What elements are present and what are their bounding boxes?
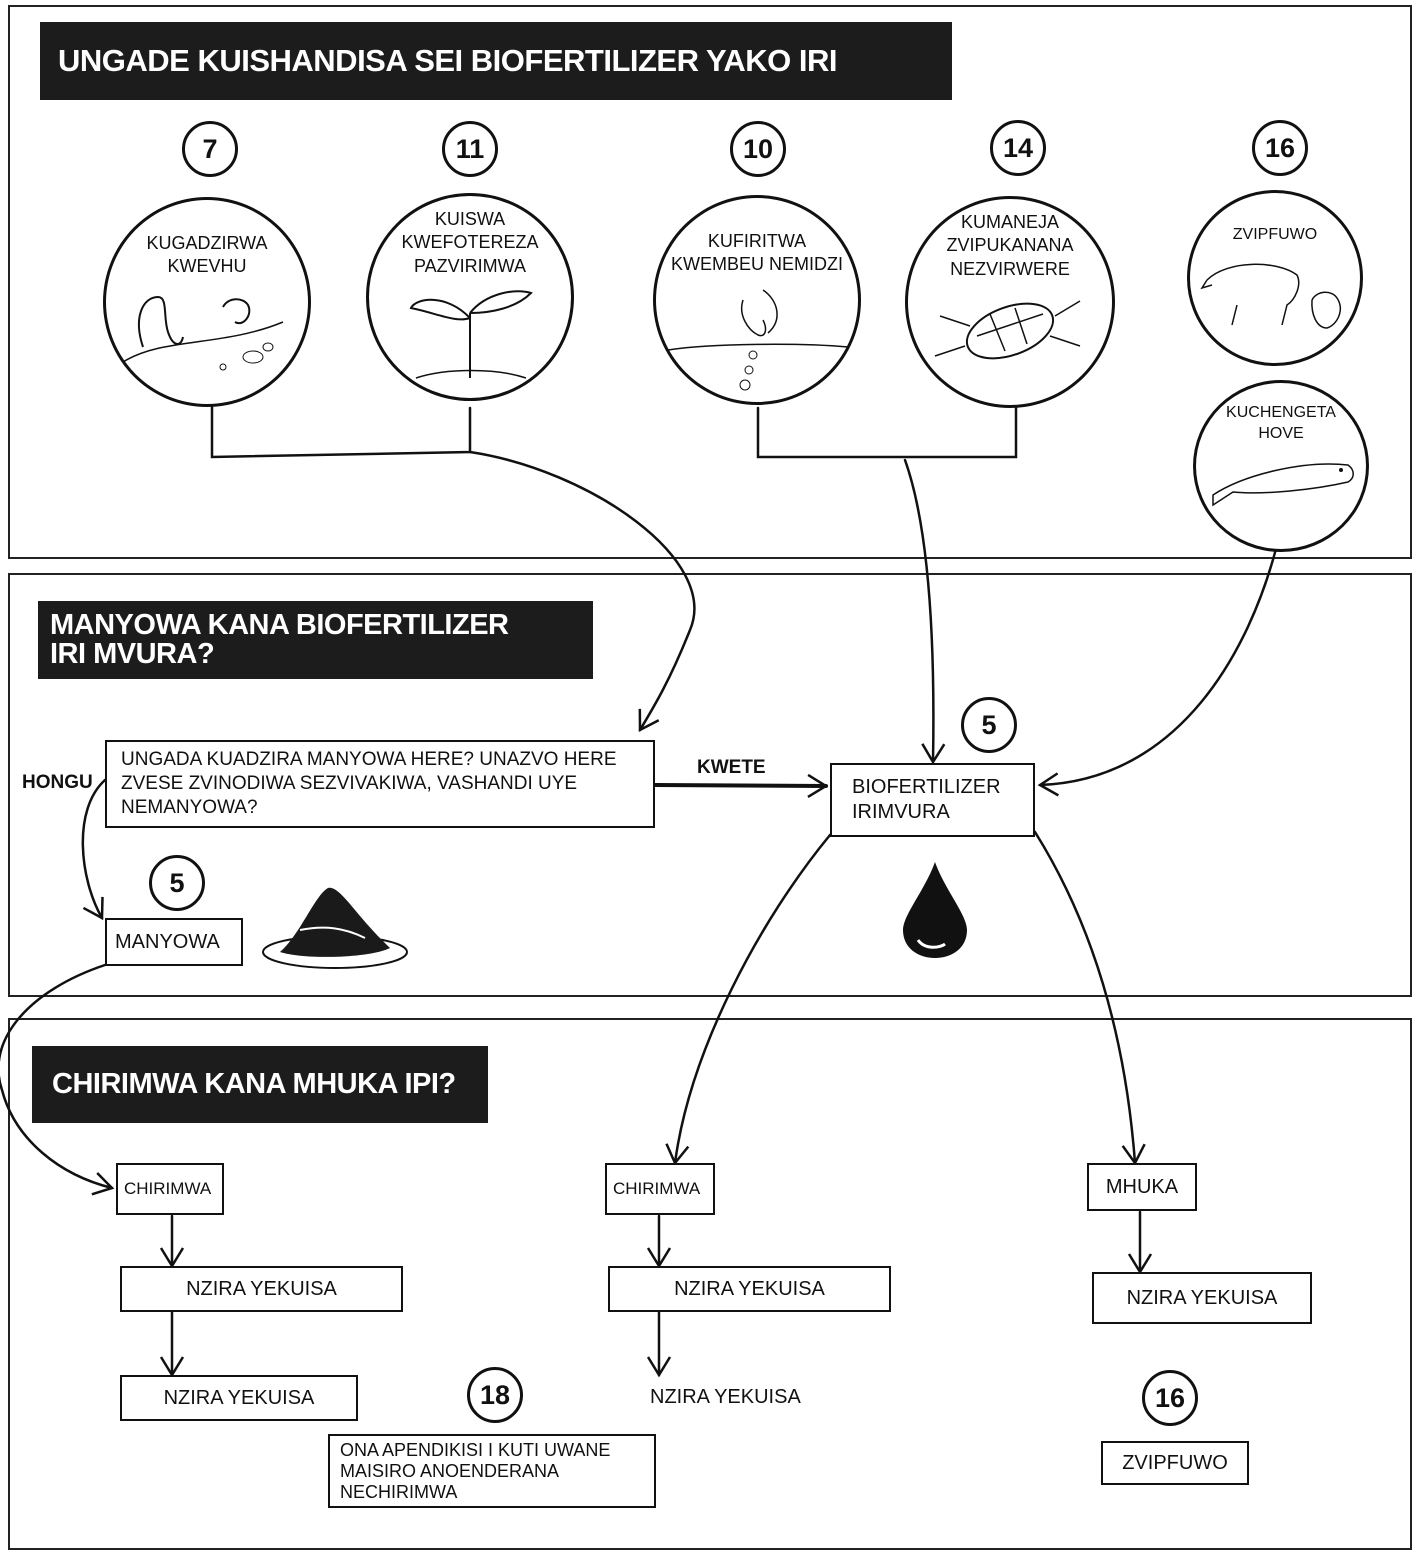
ref-number-18: 18 <box>467 1367 523 1423</box>
ref-number-10: 10 <box>730 121 786 177</box>
section-title-uses: UNGADE KUISHANDISA SEI BIOFERTILIZER YAK… <box>40 22 952 156</box>
fish-icon <box>1212 463 1354 507</box>
method-label: NZIRA YEKUISA <box>163 1386 315 1409</box>
method-label-middle-2: NZIRA YEKUISA <box>650 1386 801 1408</box>
section-title-target: CHIRIMWA KANA MHUKA IPI? <box>32 1046 488 1123</box>
use-soil-preparation: KUGADZIRWA KWEVHU <box>103 197 311 407</box>
use-seed-treatment: KUFIRITWA KWEMBEU NEMIDZI <box>653 195 861 405</box>
method-label: NZIRA YEKUISA <box>186 1277 337 1300</box>
beetle-icon <box>934 300 1081 360</box>
livestock-ref-label: ZVIPFUWO <box>1122 1451 1228 1474</box>
use-livestock: ZVIPFUWO <box>1187 190 1363 366</box>
ref-number-5-manure: 5 <box>149 855 205 911</box>
method-box-left-2: NZIRA YEKUISA <box>120 1375 358 1421</box>
question-text: UNGADA KUADZIRA MANYOWA HERE? UNAZVO HER… <box>121 749 617 818</box>
ref-number-5-liquid: 5 <box>961 697 1017 753</box>
animal-box: MHUKA <box>1087 1163 1197 1211</box>
arrow-liquid-to-crop <box>665 833 832 1166</box>
ref-number-11: 11 <box>442 121 498 177</box>
arrow-no <box>653 773 829 798</box>
ref-number-16: 16 <box>1252 120 1308 176</box>
method-label: NZIRA YEKUISA <box>1126 1286 1278 1309</box>
livestock-ref-box: ZVIPFUWO <box>1101 1441 1249 1485</box>
ref-number-16-bottom: 16 <box>1142 1370 1198 1426</box>
bracket-soil-spray <box>210 398 472 459</box>
animal-label: MHUKA <box>1105 1175 1179 1198</box>
section-title-choice: MANYOWA KANA BIOFERTILIZER IRI MVURA? <box>38 601 593 679</box>
use-label: KUGADZIRWA KWEVHU <box>146 233 268 277</box>
seedling-icon <box>409 290 533 379</box>
manure-box: MANYOWA <box>105 918 243 966</box>
liquid-biofertilizer-box: BIOFERTILIZER IRIMVURA <box>830 763 1035 837</box>
bracket-seed-pest <box>756 406 1018 459</box>
arrow-to-liquid-2 <box>1037 543 1279 797</box>
ref-number-14: 14 <box>990 120 1046 176</box>
method-box-right-1: NZIRA YEKUISA <box>1092 1272 1312 1324</box>
use-label: ZVIPFUWO <box>1232 226 1318 243</box>
crop-label: CHIRIMWA <box>124 1179 212 1198</box>
question-box: UNGADA KUADZIRA MANYOWA HERE? UNAZVO HER… <box>105 740 655 828</box>
crop-label: CHIRIMWA <box>613 1179 701 1198</box>
arrow-to-liquid-1 <box>903 458 946 765</box>
crop-box-left: CHIRIMWA <box>116 1163 224 1215</box>
use-fertilizer-application: KUISWA KWEFOTEREZA PAZVIRIMWA <box>366 193 574 401</box>
crop-box-middle: CHIRIMWA <box>605 1163 715 1215</box>
pig-chicken-icon <box>1200 263 1341 329</box>
liquid-biofertilizer-label: BIOFERTILIZER IRIMVURA <box>852 776 1001 823</box>
method-label: NZIRA YEKUISA <box>674 1277 825 1300</box>
method-box-middle-1: NZIRA YEKUISA <box>608 1266 891 1312</box>
manure-label: MANYOWA <box>115 930 220 953</box>
arrow-to-question <box>468 450 696 733</box>
yes-label: HONGU <box>22 772 93 793</box>
arrow-liquid-to-animal <box>1033 830 1146 1166</box>
arrow-manure-to-crop <box>0 963 115 1196</box>
use-label: KUFIRITWA KWEMBEU NEMIDZI <box>670 231 843 275</box>
use-label: KUMANEJA ZVIPUKANANA NEZVIRWERE <box>946 212 1074 279</box>
manure-pile-icon <box>262 887 408 969</box>
ref-number-7: 7 <box>182 121 238 177</box>
use-pest-disease-management: KUMANEJA ZVIPUKANANA NEZVIRWERE <box>905 196 1115 408</box>
no-label: KWETE <box>697 757 766 778</box>
seed-planting-icon <box>667 289 849 391</box>
soil-worm-icon <box>122 295 284 371</box>
appendix-note-box: ONA APENDIKISI I KUTI UWANE MAISIRO ANOE… <box>328 1434 656 1508</box>
arrow-yes <box>81 778 107 921</box>
use-fish-farming: KUCHENGETA HOVE <box>1193 380 1369 552</box>
appendix-note: ONA APENDIKISI I KUTI UWANE MAISIRO ANOE… <box>340 1439 611 1502</box>
use-label: KUISWA KWEFOTEREZA PAZVIRIMWA <box>401 209 539 276</box>
method-box-left-1: NZIRA YEKUISA <box>120 1266 403 1312</box>
drop-icon <box>903 862 967 958</box>
use-label: KUCHENGETA HOVE <box>1226 404 1336 442</box>
